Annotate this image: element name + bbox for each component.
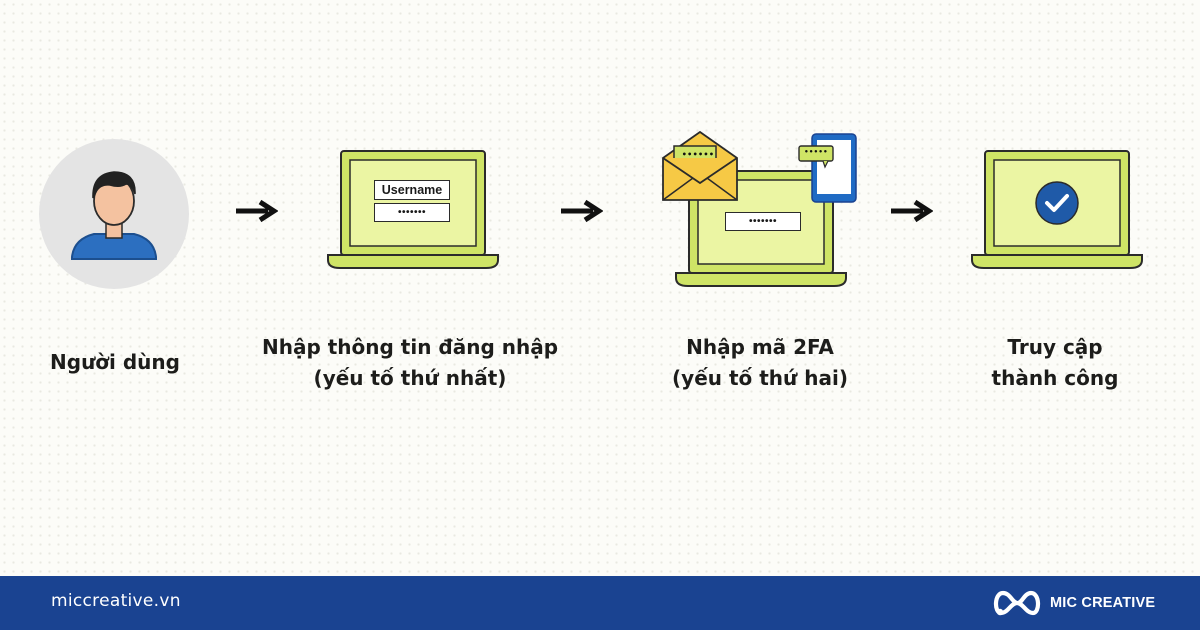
right-arrow-icon: [236, 199, 278, 223]
envelope-icon: [662, 130, 738, 201]
brand-name: MIC CREATIVE: [1050, 595, 1156, 611]
step-label-2fa: Nhập mã 2FA (yếu tố thứ hai): [672, 335, 848, 390]
brand-logo: MIC CREATIVE: [992, 588, 1155, 618]
username-label: Username: [381, 183, 443, 197]
phone-icon: [798, 133, 857, 203]
step-label-success: Truy cập thành công: [991, 335, 1119, 390]
twofa-code-mask: •••••••: [748, 216, 777, 227]
email-code: ••••••: [681, 150, 715, 159]
password-mask: •••••••: [397, 207, 426, 218]
footer-url[interactable]: miccreative.vn: [51, 591, 181, 611]
footer-bar: miccreative.vn MIC CREATIVE: [0, 576, 1200, 630]
step-label-user: Người dùng: [50, 350, 180, 374]
user-avatar-icon: [39, 139, 189, 289]
mic-logo-icon: [993, 590, 1041, 616]
right-arrow-icon: [891, 199, 933, 223]
username-field[interactable]: Username: [374, 180, 450, 200]
step-label-login: Nhập thông tin đăng nhập (yếu tố thứ nhấ…: [261, 335, 559, 390]
right-arrow-icon: [561, 199, 603, 223]
check-circle-icon: [1035, 181, 1079, 225]
twofa-code-field[interactable]: •••••••: [725, 212, 801, 231]
password-field[interactable]: •••••••: [374, 203, 450, 222]
sms-code: •••••: [804, 148, 828, 156]
laptop-icon: [327, 150, 499, 269]
